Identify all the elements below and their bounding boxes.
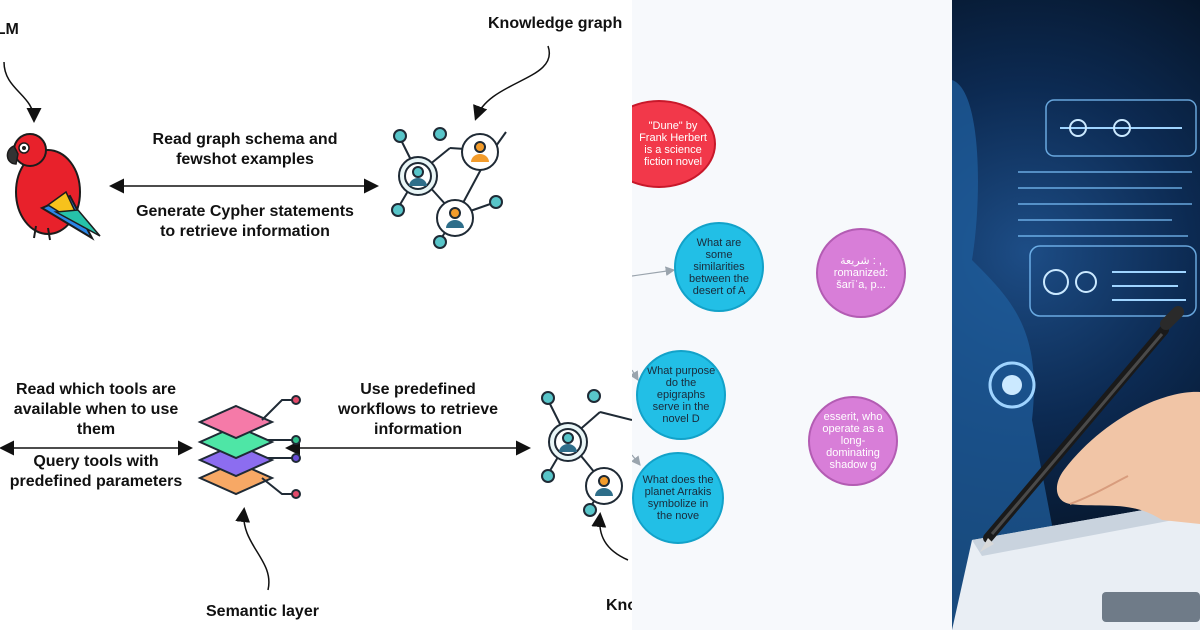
hologram-panel — [1029, 245, 1197, 317]
graph-edge — [632, 266, 676, 277]
keyboard — [1102, 592, 1200, 622]
robot-ear-icon — [988, 361, 1036, 409]
robot-ear-core — [1002, 375, 1022, 395]
graph-visualization-panel: "Dune" by Frank Herbert is a science fic… — [632, 0, 952, 630]
llm-pointer-arrow — [3, 61, 42, 123]
pen-icon — [980, 306, 1184, 552]
graph-node[interactable]: "Dune" by Frank Herbert is a science fic… — [632, 100, 716, 188]
human-hand — [1056, 391, 1200, 524]
kg-top-pointer-arrow — [473, 45, 551, 121]
ai-writing-illustration — [952, 80, 1200, 630]
semantic-pointer-arrow — [235, 507, 270, 591]
kg-top-label: Knowledge graph — [488, 15, 623, 32]
kg-bottom-label: Knowledge graph — [606, 597, 632, 614]
graph-node[interactable]: شريعة : , romanized: šarīʿa, p... — [816, 228, 906, 318]
parrot-icon — [6, 133, 101, 241]
graph-node[interactable]: What are some similarities between the d… — [674, 222, 764, 312]
diagram-connectors — [0, 45, 632, 591]
graph-edges — [632, 266, 676, 466]
graph-node[interactable]: What purpose do the epigraphs serve in t… — [636, 350, 726, 440]
robot-silhouette — [952, 80, 1072, 630]
graph-edge — [632, 369, 639, 382]
kg-bottom-pointer-arrow — [591, 512, 629, 561]
graph-edge — [632, 454, 641, 466]
knowledge-graph-icon-bottom — [541, 389, 632, 517]
hologram-panel — [1045, 99, 1197, 157]
ai-illustration-panel — [952, 0, 1200, 630]
diagram-panel: LLM Knowledge graph Read graph schema an… — [0, 15, 632, 620]
graph-node[interactable]: What does the planet Arrakis symbolize i… — [632, 452, 724, 544]
semantic-layer-label: Semantic layer — [206, 603, 319, 620]
knowledge-graph-icon-top — [391, 127, 507, 249]
graph-node[interactable]: esserit, who operate as a long-dominatin… — [808, 396, 898, 486]
semantic-layer-icon — [197, 395, 301, 499]
llm-label: LLM — [0, 21, 19, 38]
